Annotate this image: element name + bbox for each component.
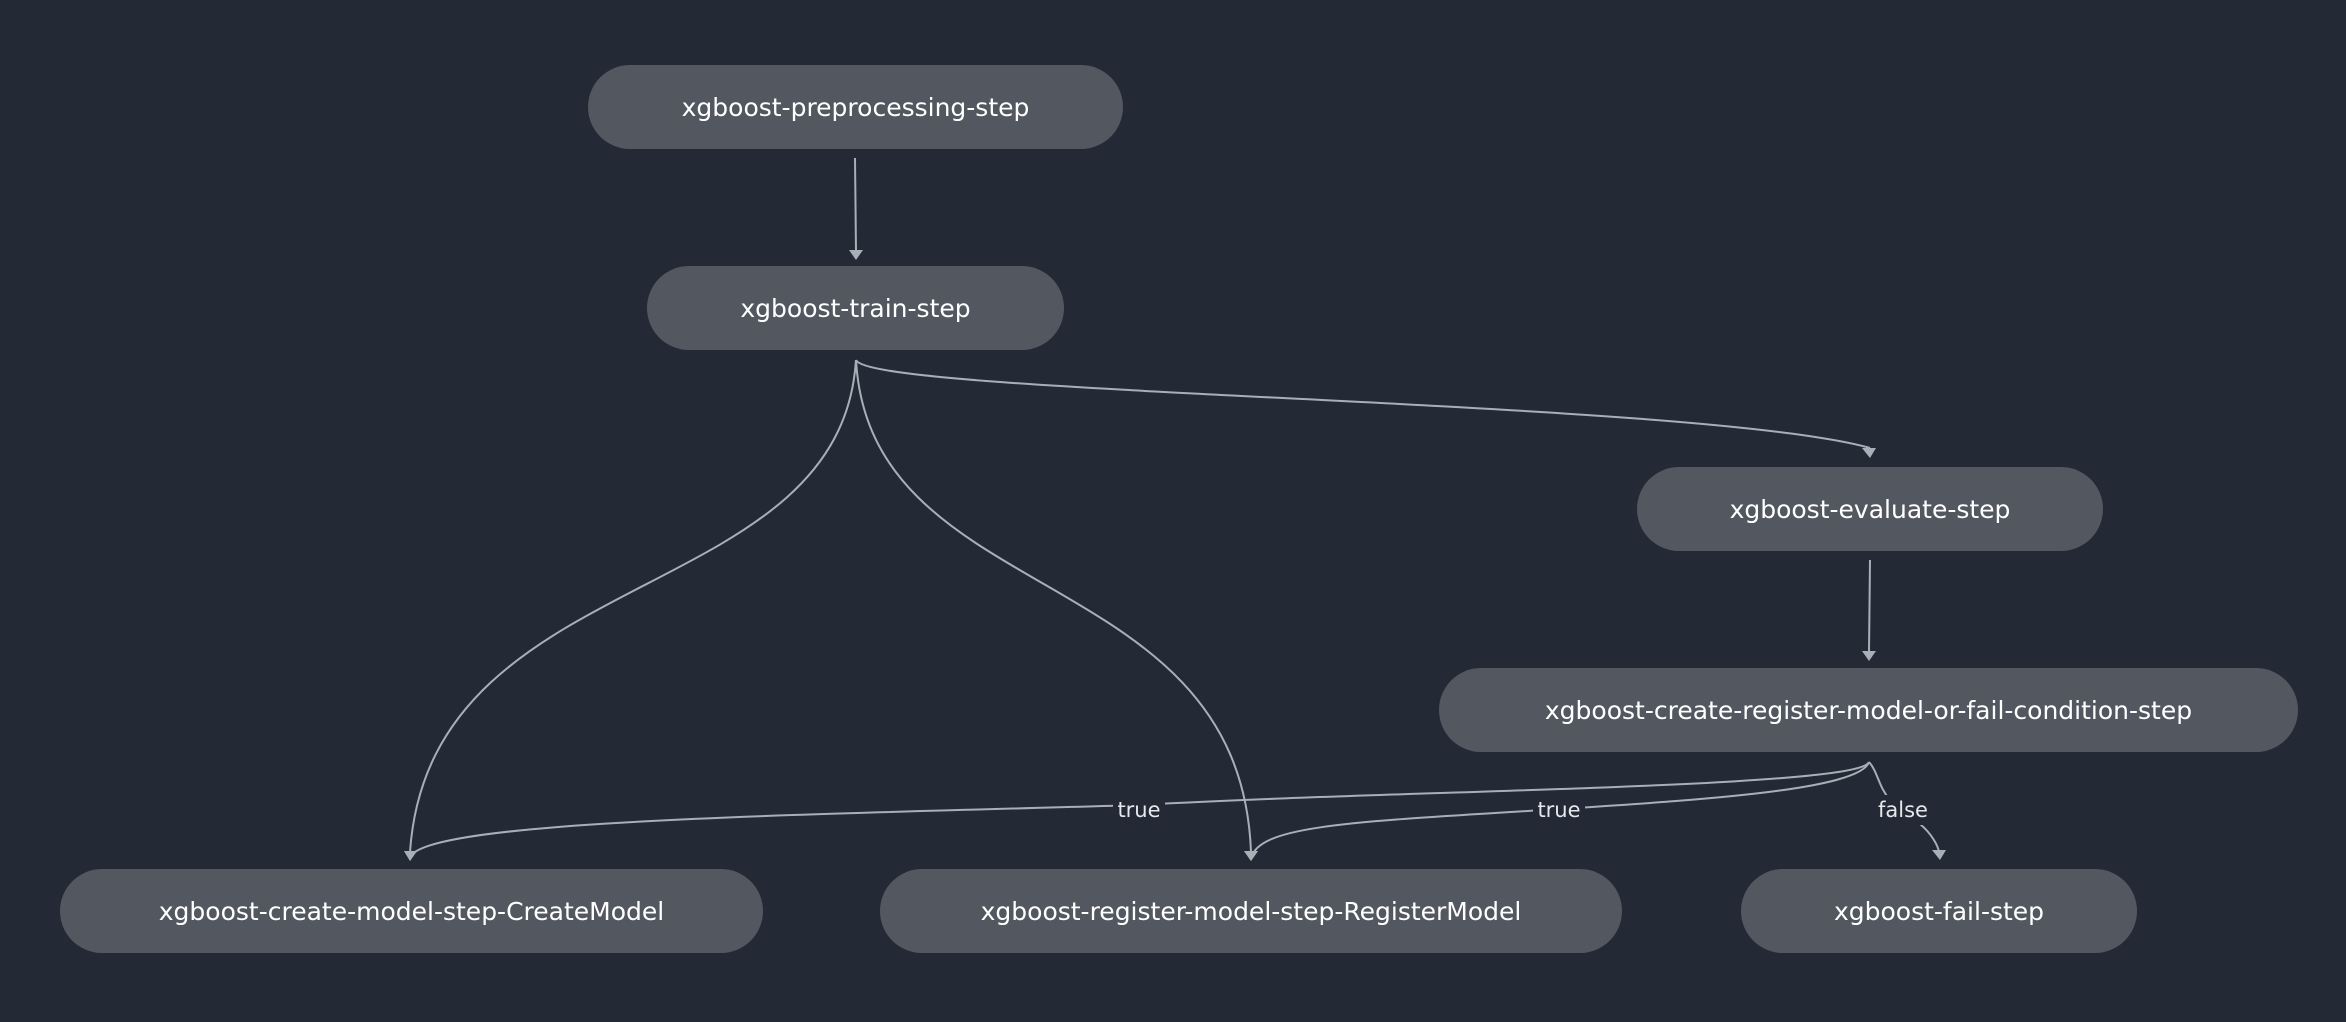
node-evaluate-step[interactable]: xgboost-evaluate-step [1637,467,2103,551]
edge-condition-to-fail: false [1868,761,1946,860]
node-label: xgboost-preprocessing-step [681,92,1030,122]
edge-evaluate-to-condition [1862,559,1876,661]
node-condition-step[interactable]: xgboost-create-register-model-or-fail-co… [1439,668,2298,752]
arrow-head-icon [1862,651,1876,661]
edge-label-true: true [1537,798,1580,822]
edge-label-true: true [1117,798,1160,822]
edge-train-to-evaluate [855,359,1876,458]
edge-train-to-register-model [855,359,1258,861]
node-label: xgboost-register-model-step-RegisterMode… [980,896,1522,926]
node-label: xgboost-train-step [740,293,971,323]
arrow-head-icon [1862,448,1876,458]
node-label: xgboost-create-model-step-CreateModel [158,896,665,926]
node-label: xgboost-evaluate-step [1729,494,2011,524]
arrow-head-icon [849,250,863,260]
edge-condition-to-register-model: true [1244,761,1870,861]
edge-preprocessing-to-train [849,157,863,260]
arrow-head-icon [1932,850,1946,860]
arrow-head-icon [404,851,417,861]
node-fail-step[interactable]: xgboost-fail-step [1741,869,2137,953]
arrow-head-icon [1244,851,1258,861]
node-preprocessing-step[interactable]: xgboost-preprocessing-step [588,65,1123,149]
node-label: xgboost-create-register-model-or-fail-co… [1544,695,2193,725]
node-create-model-step[interactable]: xgboost-create-model-step-CreateModel [60,869,763,953]
node-label: xgboost-fail-step [1833,896,2045,926]
node-train-step[interactable]: xgboost-train-step [647,266,1064,350]
edge-label-false: false [1878,798,1928,822]
node-register-model-step[interactable]: xgboost-register-model-step-RegisterMode… [880,869,1622,953]
edge-train-to-create-model [404,359,857,861]
edge-condition-to-create-model: true [404,761,1870,861]
